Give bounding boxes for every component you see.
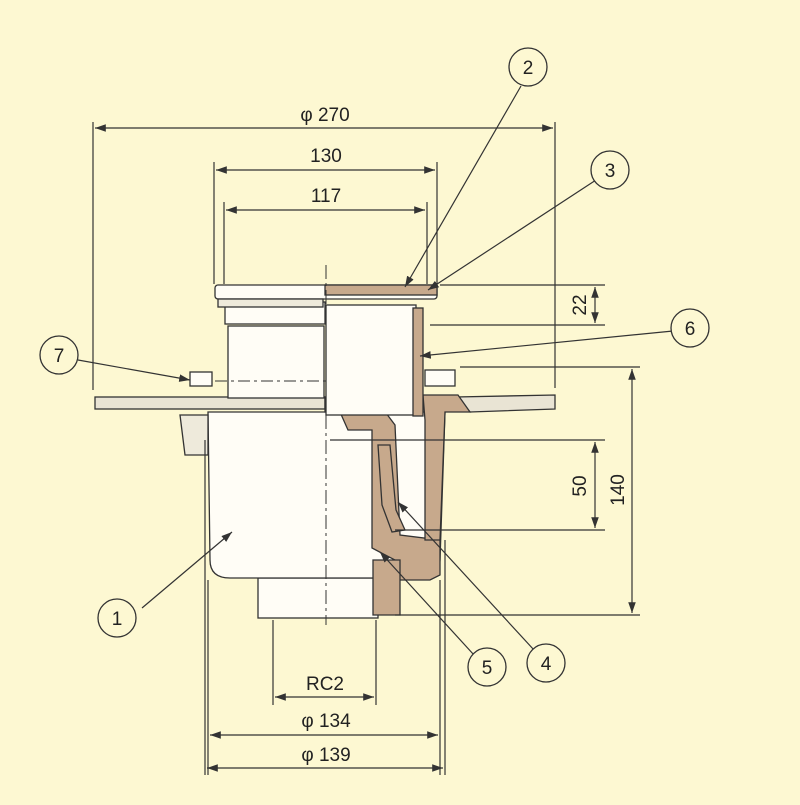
callout-5: 5 <box>467 647 507 687</box>
svg-text:2: 2 <box>523 58 534 79</box>
fixing-bolt <box>189 371 213 387</box>
svg-text:5: 5 <box>482 658 493 679</box>
dimension-lines <box>92 122 640 775</box>
svg-text:1: 1 <box>112 609 123 630</box>
dim-inner-width: 117 <box>311 186 341 207</box>
dim-height-50: 50 <box>570 475 591 496</box>
grate-rim <box>217 298 324 308</box>
body-step <box>179 414 209 456</box>
fixing-nut <box>424 369 456 387</box>
cup-wall-section <box>412 307 424 417</box>
callout-1: 1 <box>97 598 137 638</box>
neck-body <box>227 325 325 399</box>
flange-left <box>94 396 326 410</box>
callout-2: 2 <box>508 47 548 87</box>
dim-overall-diameter: φ 270 <box>300 105 349 126</box>
dim-height-22: 22 <box>570 294 591 315</box>
callout-4: 4 <box>526 643 566 683</box>
callout-6: 6 <box>670 308 710 348</box>
svg-text:4: 4 <box>541 654 552 675</box>
svg-text:6: 6 <box>685 319 696 340</box>
grate-section <box>324 284 438 296</box>
section-flange <box>422 394 472 541</box>
flange-right <box>453 394 556 413</box>
callout-leaders <box>77 85 674 656</box>
drain-body-drawing <box>94 265 556 625</box>
dim-body-diameter-134: φ 134 <box>301 711 351 732</box>
dim-body-diameter-139: φ 139 <box>301 745 350 766</box>
dim-outlet-thread: RC2 <box>306 674 344 695</box>
outlet-section <box>372 559 401 616</box>
callout-7: 7 <box>39 335 79 375</box>
callout-3: 3 <box>590 150 630 190</box>
svg-text:3: 3 <box>605 161 616 182</box>
strainer-cup <box>325 304 417 416</box>
outlet-pipe <box>257 577 379 619</box>
dimension-labels: φ 270 130 117 22 50 140 RC2 φ 134 φ 139 <box>300 105 629 766</box>
svg-text:7: 7 <box>54 346 65 367</box>
dim-height-140: 140 <box>608 474 629 506</box>
dim-top-width: 130 <box>310 146 342 167</box>
